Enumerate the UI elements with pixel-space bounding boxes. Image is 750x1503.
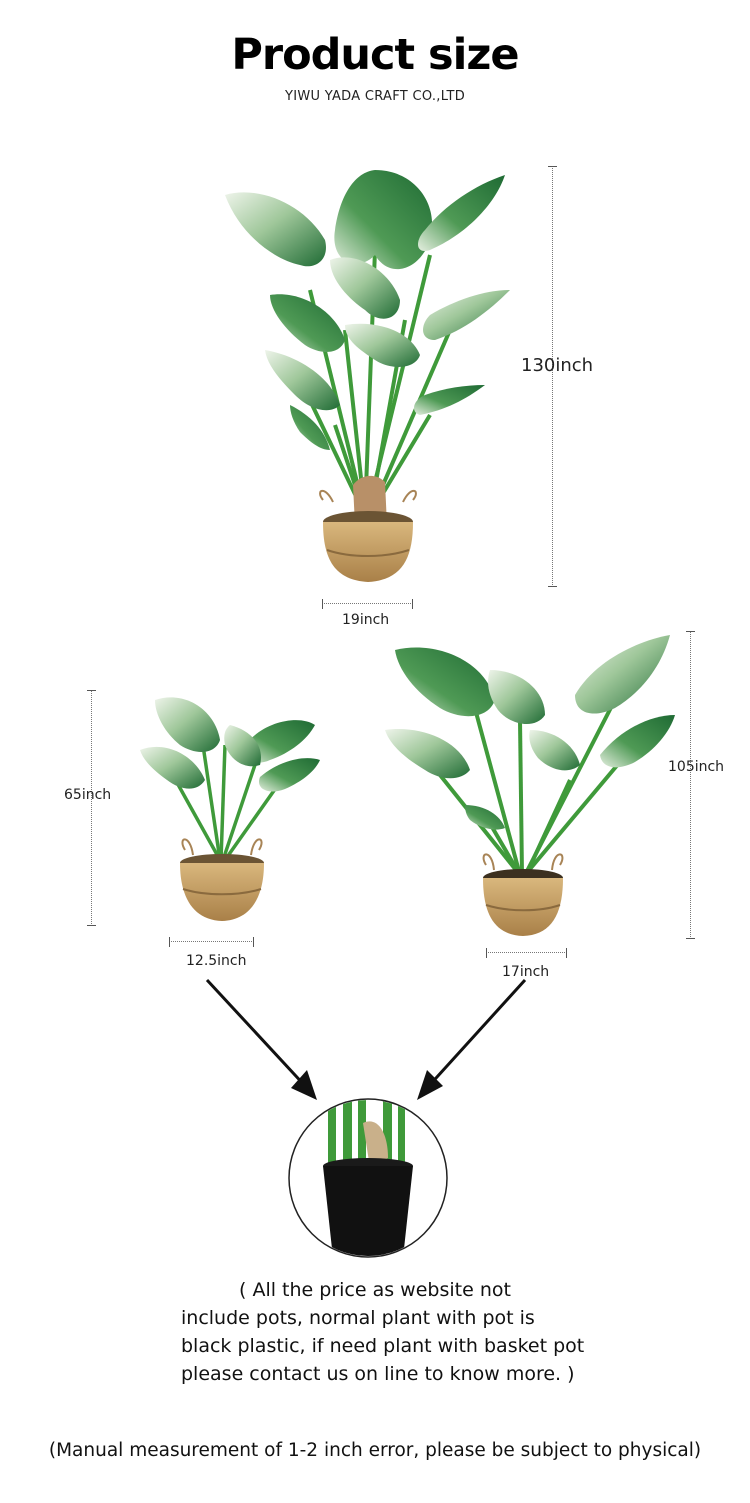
large-height-dimension-line bbox=[548, 166, 557, 587]
pot-note-line-3: black plastic, if need plant with basket… bbox=[181, 1335, 585, 1357]
measurement-disclaimer: (Manual measurement of 1-2 inch error, p… bbox=[48, 1440, 702, 1461]
small-width-dimension-line bbox=[169, 937, 254, 947]
medium-width-dimension-line bbox=[486, 948, 567, 958]
medium-height-label: 105inch bbox=[668, 759, 725, 775]
large-height-label: 130inch bbox=[521, 355, 594, 376]
small-plant-image bbox=[140, 697, 320, 921]
pot-note-line-1: ( All the price as website not bbox=[239, 1279, 511, 1301]
large-plant-leaves bbox=[225, 170, 510, 450]
large-width-dimension-line bbox=[322, 599, 413, 609]
black-pot-inset-image bbox=[288, 1098, 448, 1258]
left-arrow-icon bbox=[205, 978, 309, 1090]
medium-height-dimension-line bbox=[686, 631, 695, 939]
page-title: Product size bbox=[231, 30, 519, 80]
small-width-label: 12.5inch bbox=[186, 953, 247, 969]
medium-plant-image bbox=[385, 635, 675, 936]
small-height-label: 65inch bbox=[64, 787, 112, 803]
pot-note: ( All the price as website not include p… bbox=[181, 1276, 641, 1388]
large-plant-image bbox=[225, 170, 510, 582]
small-height-dimension-line bbox=[87, 690, 96, 926]
medium-width-label: 17inch bbox=[502, 964, 550, 980]
large-plant-basket bbox=[319, 489, 417, 582]
right-arrow-icon bbox=[425, 978, 527, 1090]
arrows-to-pot bbox=[205, 978, 527, 1100]
pot-note-line-4: please contact us on line to know more. … bbox=[181, 1363, 575, 1385]
company-name: YIWU YADA CRAFT CO.,LTD bbox=[284, 89, 466, 104]
pot-note-line-2: include pots, normal plant with pot is bbox=[181, 1307, 535, 1329]
large-width-label: 19inch bbox=[342, 612, 390, 628]
